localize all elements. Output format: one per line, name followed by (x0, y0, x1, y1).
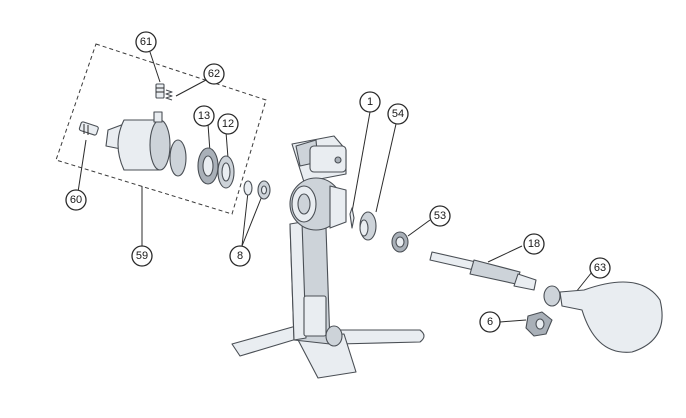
callout-61-label: 61 (140, 36, 152, 48)
leader-lines (77, 51, 593, 323)
callout-8: 8 (229, 245, 251, 267)
callout-18: 18 (523, 233, 545, 255)
leader-53 (407, 219, 431, 237)
callout-1: 1 (359, 91, 381, 113)
leader-13 (207, 123, 211, 153)
callout-63: 63 (589, 257, 611, 279)
leader-63 (575, 271, 593, 293)
part-1-seal (349, 207, 355, 229)
callout-12: 12 (217, 113, 239, 135)
part-8-washers (243, 180, 271, 200)
leader-8a (241, 191, 249, 247)
stand-assembly (231, 135, 425, 379)
part-13-nut (197, 147, 219, 185)
part-60-stem (78, 121, 99, 136)
leader-8b (241, 195, 263, 247)
leader-61 (149, 51, 161, 83)
leader-60 (77, 139, 87, 193)
callout-61: 61 (135, 31, 157, 53)
part-53-locknut (391, 231, 409, 253)
callout-54: 54 (387, 103, 409, 125)
callout-62-label: 62 (208, 68, 220, 80)
callout-12-label: 12 (222, 118, 234, 130)
callout-13-label: 13 (198, 110, 210, 122)
callout-18-label: 18 (528, 238, 540, 250)
callout-63-label: 63 (594, 262, 606, 274)
leader-54 (375, 123, 397, 213)
leader-1 (351, 111, 371, 213)
leader-62 (175, 79, 207, 97)
callout-8-label: 8 (237, 250, 243, 262)
callout-53-label: 53 (434, 210, 446, 222)
part-12-ring (217, 155, 235, 189)
callout-60-label: 60 (70, 194, 82, 206)
leader-12 (225, 131, 229, 159)
callout-60: 60 (65, 189, 87, 211)
part-54-adapter (359, 211, 377, 241)
part-18-shaft (429, 251, 537, 291)
callout-59-label: 59 (136, 250, 148, 262)
part-6-clip (525, 311, 553, 337)
part-59-cylinder (105, 111, 187, 177)
leader-6 (499, 319, 527, 323)
callout-13: 13 (193, 105, 215, 127)
leader-18 (487, 245, 523, 263)
callout-54-label: 54 (392, 108, 404, 120)
callout-1-label: 1 (367, 96, 373, 108)
callout-62: 62 (203, 63, 225, 85)
part-62-spring (165, 89, 173, 101)
part-61-screw (155, 83, 165, 99)
part-63-bulb (543, 281, 663, 353)
callout-6-label: 6 (487, 316, 493, 328)
callout-53: 53 (429, 205, 451, 227)
callout-6: 6 (479, 311, 501, 333)
callout-59: 59 (131, 245, 153, 267)
